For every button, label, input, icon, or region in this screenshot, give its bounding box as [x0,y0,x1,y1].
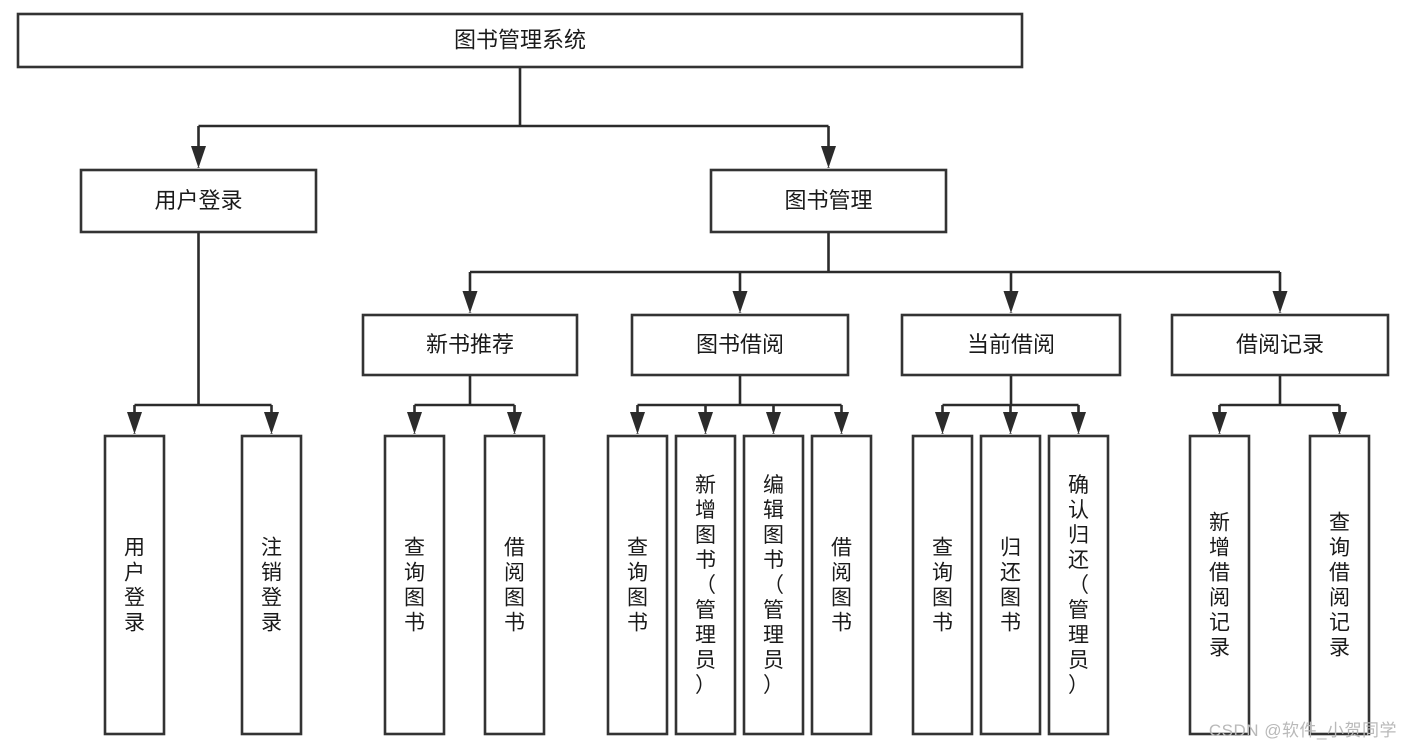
node-label-leaf-edit-book: 编辑图书（管理员） [763,474,784,697]
node-layer: 图书管理系统用户登录图书管理新书推荐图书借阅当前借阅借阅记录用户登录注销登录查询… [16,12,1390,736]
node-box-new-book-recommend [361,313,579,377]
node-box-current-borrow [900,313,1122,377]
node-label-leaf-return-book: 归还图书 [1000,537,1021,635]
node-label-leaf-query-book-1: 查询图书 [404,537,425,635]
node-leaf-user-logout[interactable]: 注销登录 [240,434,303,736]
node-current-borrow[interactable]: 当前借阅 [900,313,1122,377]
node-label-leaf-add-record: 新增借阅记录 [1209,512,1230,660]
node-box-leaf-query-book-3 [911,434,974,736]
node-new-book-recommend[interactable]: 新书推荐 [361,313,579,377]
connector-to-leaf-user-logout-arrowhead [264,412,279,434]
node-leaf-user-login[interactable]: 用户登录 [103,434,166,736]
node-box-book-borrow [630,313,850,377]
node-box-leaf-confirm-return [1047,434,1110,736]
node-label-leaf-confirm-return: 确认归还（管理员） [1068,474,1089,697]
node-box-leaf-borrow-book-1 [483,434,546,736]
connector-to-leaf-user-login-arrowhead [127,412,142,434]
node-leaf-add-book[interactable]: 新增图书（管理员） [674,434,737,736]
node-box-leaf-add-record [1188,434,1251,736]
connector-to-new-book-recommend-arrowhead [462,291,478,313]
connector-to-book-borrow-arrowhead [732,291,748,313]
connector-to-leaf-query-record-arrowhead [1332,412,1347,434]
node-box-book-manage [709,168,948,234]
connector-to-book-manage-arrowhead [821,146,836,168]
connector-to-borrow-records-arrowhead [1272,291,1288,313]
node-leaf-edit-book[interactable]: 编辑图书（管理员） [742,434,805,736]
node-label-new-book-recommend: 新书推荐 [426,332,514,357]
connector-to-leaf-confirm-return-arrowhead [1071,412,1086,434]
connector-to-current-borrow-arrowhead [1003,291,1019,313]
connector-to-leaf-query-book-2-arrowhead [630,412,645,434]
node-box-root [16,12,1024,69]
connector-to-leaf-add-book-arrowhead [698,412,713,434]
node-leaf-borrow-book-2[interactable]: 借阅图书 [810,434,873,736]
connector-to-user-login-arrowhead [191,146,206,168]
node-leaf-return-book[interactable]: 归还图书 [979,434,1042,736]
node-leaf-query-book-2[interactable]: 查询图书 [606,434,669,736]
node-label-leaf-user-login: 用户登录 [124,537,145,635]
watermark-text: CSDN @软件_小贺同学 [1208,721,1397,740]
node-label-current-borrow: 当前借阅 [967,332,1055,357]
node-box-borrow-records [1170,313,1390,377]
node-label-borrow-records: 借阅记录 [1236,332,1324,357]
node-leaf-query-book-1[interactable]: 查询图书 [383,434,446,736]
connector-to-leaf-query-book-1-arrowhead [407,412,422,434]
node-box-leaf-user-logout [240,434,303,736]
node-borrow-records[interactable]: 借阅记录 [1170,313,1390,377]
node-box-leaf-query-book-1 [383,434,446,736]
node-leaf-confirm-return[interactable]: 确认归还（管理员） [1047,434,1110,736]
node-label-leaf-query-book-2: 查询图书 [627,537,648,635]
node-box-leaf-return-book [979,434,1042,736]
connector-layer [127,67,1347,434]
node-label-book-manage: 图书管理 [784,188,872,213]
node-box-leaf-query-record [1308,434,1371,736]
node-label-leaf-borrow-book-1: 借阅图书 [504,537,525,635]
node-leaf-query-book-3[interactable]: 查询图书 [911,434,974,736]
node-leaf-borrow-book-1[interactable]: 借阅图书 [483,434,546,736]
node-label-leaf-add-book: 新增图书（管理员） [695,474,716,697]
connector-to-leaf-add-record-arrowhead [1212,412,1227,434]
node-box-leaf-edit-book [742,434,805,736]
node-box-leaf-add-book [674,434,737,736]
node-label-book-borrow: 图书借阅 [696,332,784,357]
connector-to-leaf-borrow-book-2-arrowhead [834,412,849,434]
node-box-user-login [79,168,318,234]
node-box-leaf-query-book-2 [606,434,669,736]
node-user-login[interactable]: 用户登录 [79,168,318,234]
node-label-root: 图书管理系统 [454,27,586,52]
connector-to-leaf-query-book-3-arrowhead [935,412,950,434]
node-label-leaf-query-record: 查询借阅记录 [1329,512,1350,660]
connector-to-leaf-borrow-book-1-arrowhead [507,412,522,434]
node-label-user-login: 用户登录 [154,188,242,213]
node-root[interactable]: 图书管理系统 [16,12,1024,69]
node-label-leaf-query-book-3: 查询图书 [932,537,953,635]
node-label-leaf-user-logout: 注销登录 [261,537,282,635]
node-box-leaf-user-login [103,434,166,736]
connector-to-leaf-return-book-arrowhead [1003,412,1018,434]
node-book-borrow[interactable]: 图书借阅 [630,313,850,377]
node-label-leaf-borrow-book-2: 借阅图书 [831,537,852,635]
node-box-leaf-borrow-book-2 [810,434,873,736]
connector-to-leaf-edit-book-arrowhead [766,412,781,434]
node-book-manage[interactable]: 图书管理 [709,168,948,234]
node-leaf-add-record[interactable]: 新增借阅记录 [1188,434,1251,736]
node-leaf-query-record[interactable]: 查询借阅记录 [1308,434,1371,736]
